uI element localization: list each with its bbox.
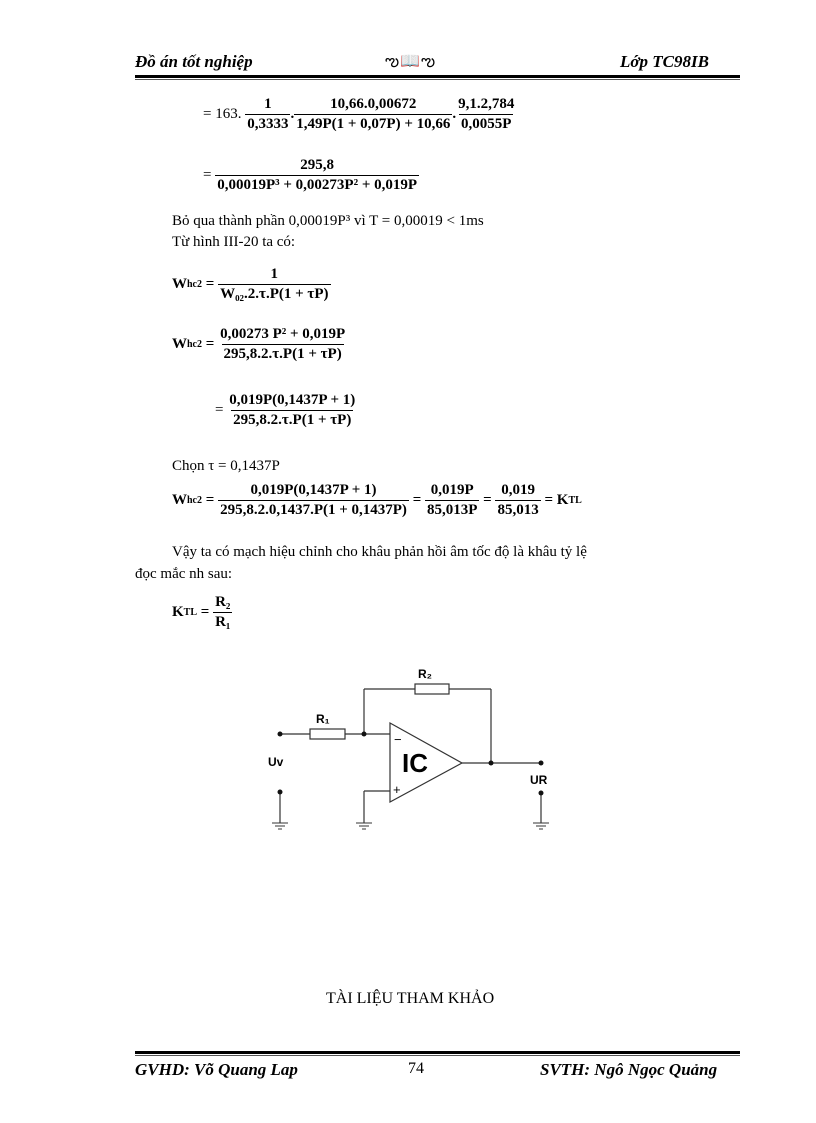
paragraph-1-cont: đọc mắc nh sau: <box>135 566 233 582</box>
svg-text:UR: UR <box>530 773 548 787</box>
opamp-circuit-diagram: R₂ R₁ IC − + Uv UR <box>268 667 549 830</box>
page-number: 74 <box>408 1060 424 1077</box>
text-line-3: Chọn τ = 0,1437P <box>172 458 280 474</box>
svg-text:Uv: Uv <box>268 755 284 769</box>
header-rule <box>135 75 740 80</box>
text-line-1: Bỏ qua thành phần 0,00019P³ vì T = 0,000… <box>172 213 484 229</box>
references-heading: TÀI LIỆU THAM KHẢO <box>326 990 495 1007</box>
opamp-icon <box>389 721 464 804</box>
equation-5: = 0,019P(0,1437P + 1)295,8.2.τ.P(1 + τP) <box>215 392 356 428</box>
header-right: Lớp TC98IB <box>620 52 709 71</box>
footer-left: GVHD: Võ Quang Lap <box>135 1060 298 1079</box>
paragraph-1: Vậy ta có mạch hiệu chỉnh cho khâu phản … <box>172 544 587 560</box>
svg-text:R₂: R₂ <box>418 667 432 681</box>
svg-text:IC: IC <box>402 748 428 778</box>
svg-text:−: − <box>394 732 402 747</box>
header-left: Đồ án tốt nghiệp <box>135 52 253 71</box>
svg-text:+: + <box>393 782 401 797</box>
text-line-2: Từ hình III-20 ta có: <box>172 234 296 250</box>
resistor-r2-icon <box>414 683 450 695</box>
svg-text:R₁: R₁ <box>316 712 330 726</box>
footer-right: SVTH: Ngô Ngọc Quảng <box>540 1060 718 1079</box>
header-ornament-icon: ఌ📖ఌ <box>385 53 437 70</box>
resistor-r1-icon <box>309 728 346 740</box>
footer-rule <box>135 1051 740 1056</box>
